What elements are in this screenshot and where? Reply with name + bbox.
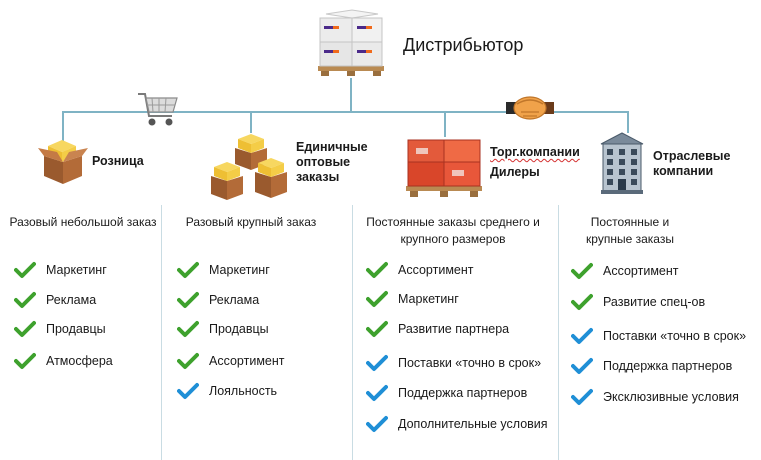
list-item: Маркетинг [366, 290, 459, 308]
category-trading-line-1: Торг.компании [490, 145, 580, 159]
list-item: Ассортимент [366, 261, 474, 279]
blue-check-icon [571, 389, 593, 405]
description-industry: Постоянные и крупные заказы [586, 215, 674, 246]
open-box-icon [38, 136, 88, 186]
list-item: Лояльность [177, 382, 277, 400]
connector-drop-4 [627, 111, 629, 133]
list-item-label: Маркетинг [209, 263, 270, 277]
list-item: Ассортимент [177, 352, 285, 370]
list-item: Реклама [14, 291, 96, 309]
list-item: Эксклюзивные условия [571, 388, 739, 406]
list-item: Поставки «точно в срок» [366, 354, 541, 372]
blue-check-icon [366, 385, 388, 401]
list-item: Развитие партнера [366, 320, 509, 338]
column-separator-3 [558, 205, 559, 460]
connector-bus [62, 111, 629, 113]
list-item-label: Дополнительные условия [398, 417, 548, 431]
list-item: Реклама [177, 291, 259, 309]
green-check-icon [177, 353, 199, 369]
list-item-label: Реклама [46, 293, 97, 307]
distributor-pallet-icon [312, 8, 390, 78]
category-retail: Розница [92, 154, 144, 168]
connector-drop-1 [62, 111, 64, 141]
column-separator-1 [161, 205, 162, 460]
category-dealers: Дилеры [490, 165, 540, 179]
green-check-icon [14, 262, 36, 278]
list-item-label: Продавцы [46, 322, 106, 336]
list-item-label: Ассортимент [209, 354, 285, 368]
blue-check-icon [177, 383, 199, 399]
list-item-label: Лояльность [209, 384, 278, 398]
green-check-icon [177, 262, 199, 278]
description-retail: Разовый небольшой заказ [9, 215, 157, 229]
column-separator-2 [352, 205, 353, 460]
list-item-label: Ассортимент [398, 263, 474, 277]
list-item: Продавцы [14, 320, 106, 338]
list-item: Маркетинг [177, 261, 270, 279]
list-item-label: Реклама [209, 293, 260, 307]
office-building-icon [597, 130, 647, 196]
list-item-label: Эксклюзивные условия [603, 390, 739, 404]
list-item: Продавцы [177, 320, 269, 338]
list-item: Развитие спец-ов [571, 293, 705, 311]
connector-trunk [350, 78, 352, 112]
green-check-icon [571, 263, 593, 279]
green-check-icon [366, 321, 388, 337]
green-check-icon [366, 291, 388, 307]
green-check-icon [177, 292, 199, 308]
list-item-label: Поддержка партнеров [603, 359, 733, 373]
list-item-label: Атмосфера [46, 354, 113, 368]
list-item: Маркетинг [14, 261, 107, 279]
green-check-icon [14, 321, 36, 337]
connector-drop-3 [444, 111, 446, 137]
list-item-label: Развитие партнера [398, 322, 510, 336]
connector-drop-2 [250, 111, 252, 133]
blue-check-icon [571, 328, 593, 344]
list-item-label: Ассортимент [603, 264, 679, 278]
list-item: Поставки «точно в срок» [571, 327, 746, 345]
list-item: Поддержка партнеров [571, 357, 732, 375]
pallet-of-red-boxes-icon [402, 134, 486, 200]
list-item-label: Маркетинг [398, 292, 459, 306]
stacked-open-boxes-icon [205, 128, 293, 202]
list-item: Поддержка партнеров [366, 384, 527, 402]
list-item-label: Продавцы [209, 322, 269, 336]
blue-check-icon [366, 355, 388, 371]
distributor-title: Дистрибьютор [403, 35, 524, 55]
list-item: Атмосфера [14, 352, 113, 370]
description-trading: Постоянные заказы среднего и крупного ра… [366, 215, 540, 246]
shopping-cart-icon [136, 90, 180, 130]
description-wholesale: Разовый крупный заказ [185, 215, 317, 229]
green-check-icon [14, 292, 36, 308]
blue-check-icon [366, 416, 388, 432]
green-check-icon [177, 321, 199, 337]
green-check-icon [366, 262, 388, 278]
list-item: Дополнительные условия [366, 415, 548, 433]
green-check-icon [571, 294, 593, 310]
list-item-label: Развитие спец-ов [603, 295, 706, 309]
list-item: Ассортимент [571, 262, 679, 280]
category-wholesale: Единичные оптовые заказы [296, 140, 368, 184]
list-item-label: Поставки «точно в срок» [398, 356, 542, 370]
blue-check-icon [571, 358, 593, 374]
list-item-label: Поставки «точно в срок» [603, 329, 747, 343]
category-trading-companies: Торг.компании [490, 145, 580, 160]
green-check-icon [14, 353, 36, 369]
handshake-icon [505, 88, 555, 128]
list-item-label: Поддержка партнеров [398, 386, 528, 400]
category-industry-companies: Отраслевые компании [653, 149, 731, 178]
list-item-label: Маркетинг [46, 263, 107, 277]
